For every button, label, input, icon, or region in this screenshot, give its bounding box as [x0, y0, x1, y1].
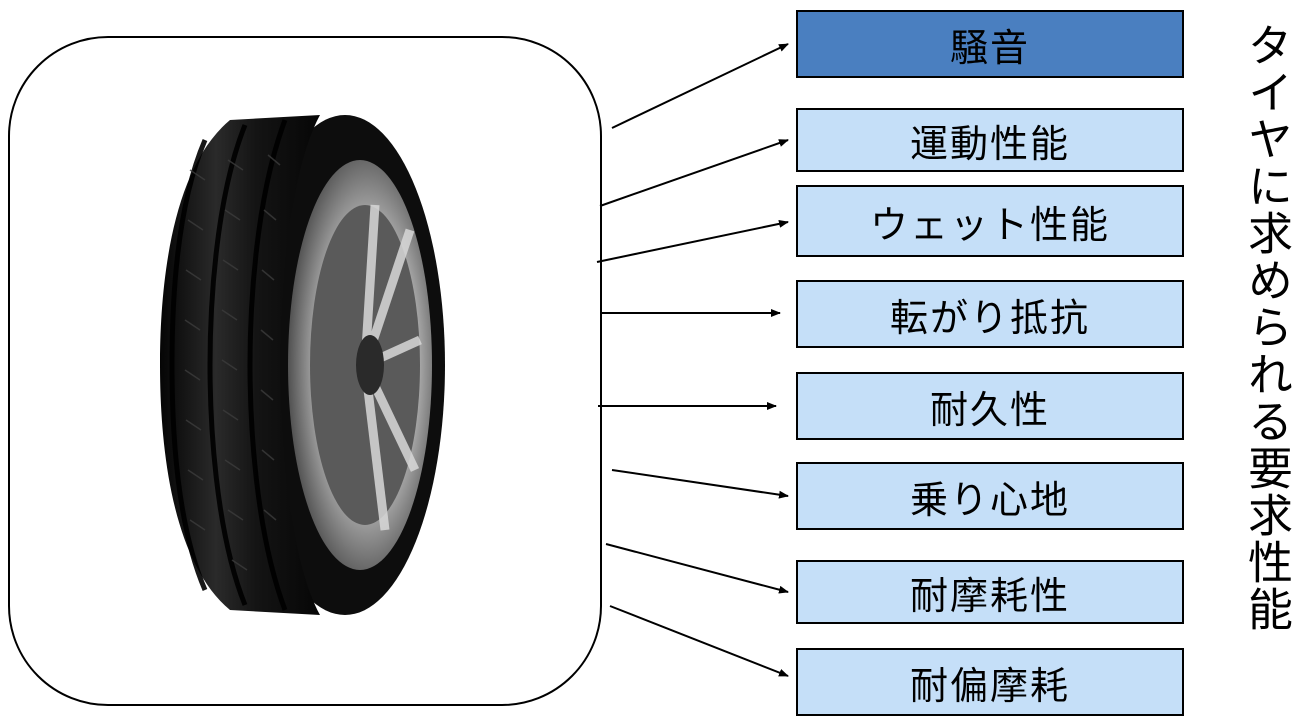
property-box-comfort: 乗り心地 [796, 462, 1184, 530]
property-box-wear: 耐摩耗性 [796, 560, 1184, 624]
property-box-wet: ウェット性能 [796, 185, 1184, 257]
property-box-uneven-wear: 耐偏摩耗 [796, 648, 1184, 716]
property-box-durability: 耐久性 [796, 372, 1184, 440]
arrow-wear [605, 543, 789, 594]
arrow-comfort [611, 469, 789, 499]
arrow-noise [611, 43, 789, 129]
arrow-wet [596, 219, 789, 263]
tire-photo [160, 115, 445, 615]
arrow-uneven-wear [609, 605, 789, 677]
property-box-handling: 運動性能 [796, 108, 1184, 172]
arrow-handling [599, 139, 789, 207]
vertical-title: タイヤに求められる要求性能 [1240, 22, 1293, 633]
property-box-noise: 騒音 [796, 10, 1184, 78]
property-box-rolling-resistance: 転がり抵抗 [796, 280, 1184, 348]
